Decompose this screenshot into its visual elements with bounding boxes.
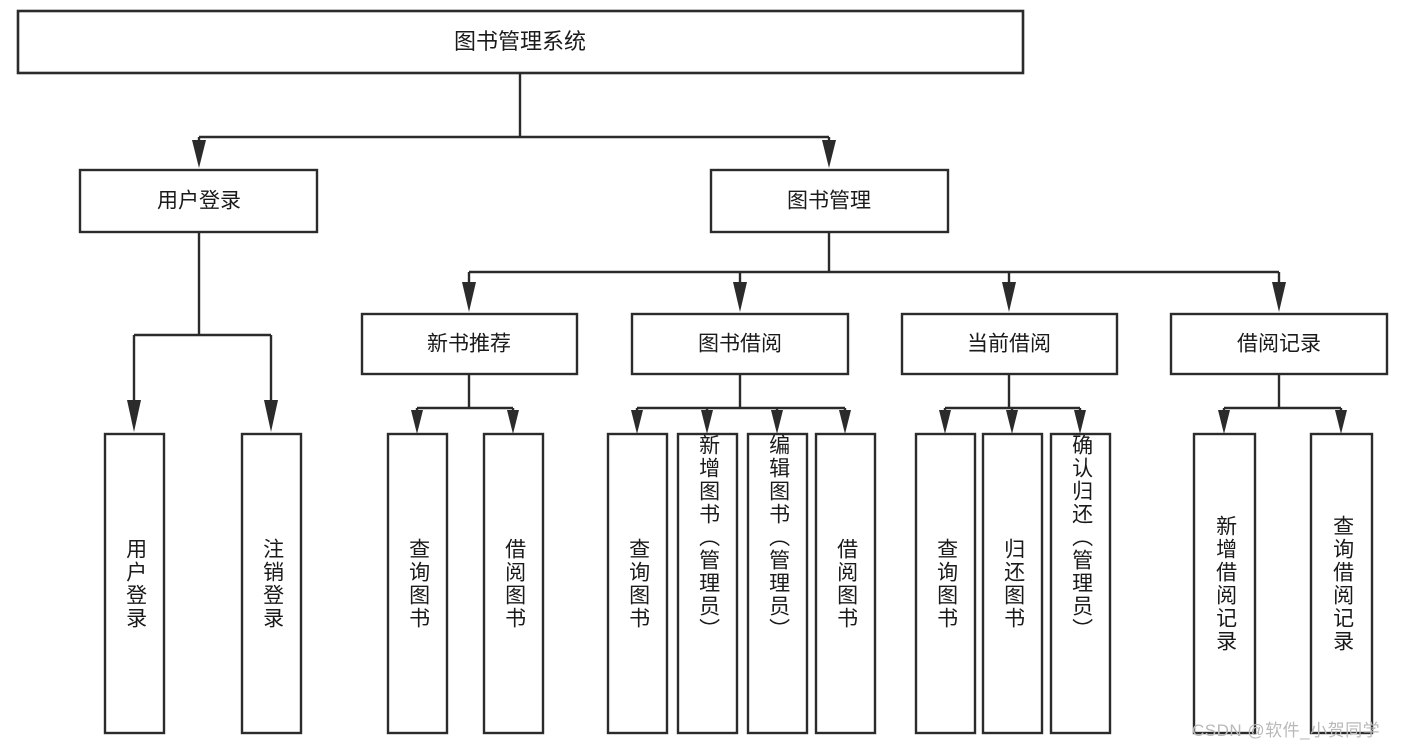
leaf-box-add-book[interactable] [676,432,739,735]
arrow-head-leaf-confirm-return [1074,410,1086,434]
leaf-box-user-login[interactable] [103,432,166,735]
leaf-box-query-record[interactable] [1309,432,1374,735]
leaf-box-user-logout[interactable] [240,432,303,735]
leaf-box-confirm-return[interactable] [1049,432,1112,735]
node-book-manage-box[interactable] [709,168,950,234]
connectors [127,74,1347,434]
leaf-box-edit-book[interactable] [746,432,809,735]
node-root[interactable]: 图书管理系统 [16,9,1025,75]
node-root-label: 图书管理系统 [454,29,586,54]
arrow-head-leaf-edit-book [771,410,783,434]
arrow-head-leaf-query-record [1335,410,1347,434]
arrow-head-bookborrow [733,282,747,312]
csdn-watermark: CSDN @软件_小贺同学 [1192,721,1381,740]
arrow-head-leaf-user-logout [264,400,278,432]
node-current-borrow-box[interactable] [900,312,1119,376]
arrow-head-userlogin [192,140,206,168]
node-new-book-rec-label: 新书推荐 [427,333,511,356]
leaf-box-return-book[interactable] [981,432,1044,735]
arrow-head-currentborrow [1002,282,1016,312]
arrow-head-leaf-borrow-book [839,410,851,434]
node-borrow-record-box[interactable] [1169,312,1389,376]
leaf-box-query-book-cur[interactable] [914,432,977,735]
arrow-head-leaf-add-book [701,410,713,434]
node-book-borrow-box[interactable] [630,312,850,376]
arrow-head-borrowrecord [1272,282,1286,312]
node-book-manage[interactable]: 图书管理 [709,168,950,234]
arrow-head-leaf-query-book-borrow [631,410,643,434]
node-user-login-label: 用户登录 [157,190,241,213]
node-book-manage-label: 图书管理 [787,190,871,213]
leaf-box-add-record[interactable] [1192,432,1257,735]
leaf-box-query-book-rec[interactable] [386,432,449,735]
node-current-borrow[interactable]: 当前借阅 [900,312,1119,376]
leaf-box-borrow-book[interactable] [814,432,877,735]
leaf-box-query-book-borrow[interactable] [606,432,669,735]
arrow-head-leaf-return-book [1006,410,1018,434]
node-book-borrow[interactable]: 图书借阅 [630,312,850,376]
node-root-box[interactable] [16,9,1025,75]
node-book-borrow-label: 图书借阅 [698,333,782,356]
node-new-book-rec[interactable]: 新书推荐 [360,312,579,376]
node-new-book-rec-box[interactable] [360,312,579,376]
arrow-head-leaf-user-login [127,400,141,432]
arrow-head-leaf-borrow-book-rec [507,410,519,434]
node-current-borrow-label: 当前借阅 [967,333,1051,356]
leaf-box-borrow-book-rec[interactable] [482,432,545,735]
arrow-head-bookmanage [822,140,836,168]
node-user-login-box[interactable] [78,168,319,234]
node-borrow-record[interactable]: 借阅记录 [1169,312,1389,376]
arrow-head-leaf-query-book-rec [411,410,423,434]
arrow-head-newbook [462,282,476,312]
arrow-head-leaf-query-book-cur [939,410,951,434]
arrow-head-leaf-add-record [1218,410,1230,434]
leaf-boxes [103,432,1374,735]
node-user-login[interactable]: 用户登录 [78,168,319,234]
node-borrow-record-label: 借阅记录 [1237,333,1321,356]
